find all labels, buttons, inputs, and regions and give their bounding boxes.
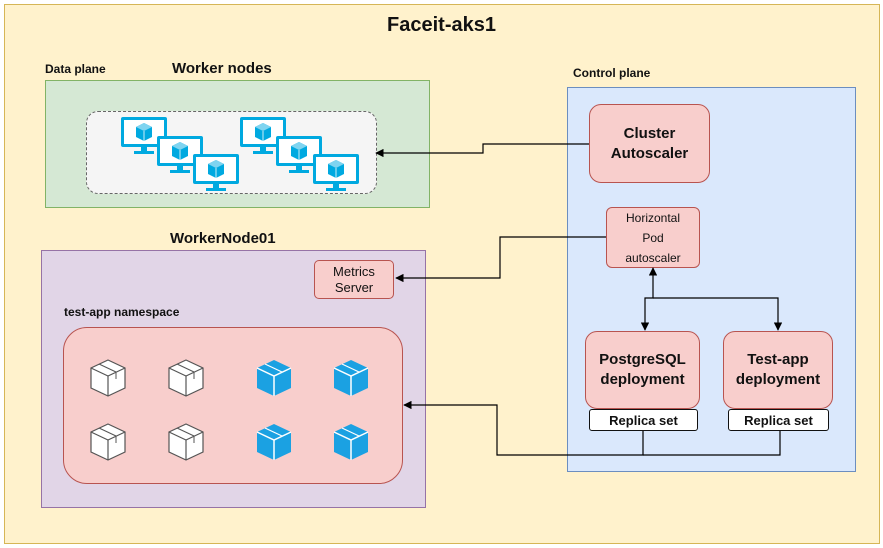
arrow-hpa-to-testapp bbox=[653, 297, 783, 331]
data-plane-label: Data plane bbox=[45, 62, 106, 76]
namespace-box bbox=[63, 327, 403, 484]
pod-icon-blue bbox=[333, 423, 369, 461]
arrow-hpa-to-metrics bbox=[395, 236, 606, 283]
cluster-autoscaler-box: Cluster Autoscaler bbox=[589, 104, 710, 183]
hpa-box: Horizontal Pod autoscaler bbox=[606, 207, 700, 268]
testapp-deployment-box: Test-app deployment bbox=[723, 331, 833, 409]
workernode-title: WorkerNode01 bbox=[170, 230, 276, 247]
namespace-label: test-app namespace bbox=[64, 305, 180, 319]
metrics-server-box: Metrics Server bbox=[314, 260, 394, 299]
cluster-autoscaler-label: Cluster Autoscaler bbox=[610, 124, 689, 162]
pod-icon-blue bbox=[333, 359, 369, 397]
control-plane-label: Control plane bbox=[573, 66, 651, 80]
hpa-label: Horizontal Pod autoscaler bbox=[625, 210, 681, 265]
arrow-replicas-to-namespace bbox=[403, 400, 644, 456]
pod-icon-blue bbox=[256, 423, 292, 461]
cluster-title: Faceit-aks1 bbox=[387, 14, 496, 36]
pod-icon-white bbox=[168, 423, 204, 461]
pod-icon-white bbox=[90, 359, 126, 397]
line-testapp-replica bbox=[643, 431, 781, 456]
worker-nodes-title: Worker nodes bbox=[172, 60, 272, 77]
arrow-autoscaler-to-nodes bbox=[375, 143, 589, 158]
arrow-hpa-to-postgres bbox=[640, 267, 658, 331]
pod-icon-blue bbox=[256, 359, 292, 397]
replica-set-postgres: Replica set bbox=[589, 409, 698, 431]
metrics-server-label: Metrics Server bbox=[333, 263, 375, 295]
postgres-deployment-box: PostgreSQL deployment bbox=[585, 331, 700, 409]
testapp-deployment-label: Test-app deployment bbox=[735, 351, 821, 388]
pod-icon-white bbox=[168, 359, 204, 397]
pod-icon-white bbox=[90, 423, 126, 461]
postgres-deployment-label: PostgreSQL deployment bbox=[599, 351, 686, 388]
replica-set-testapp: Replica set bbox=[728, 409, 829, 431]
